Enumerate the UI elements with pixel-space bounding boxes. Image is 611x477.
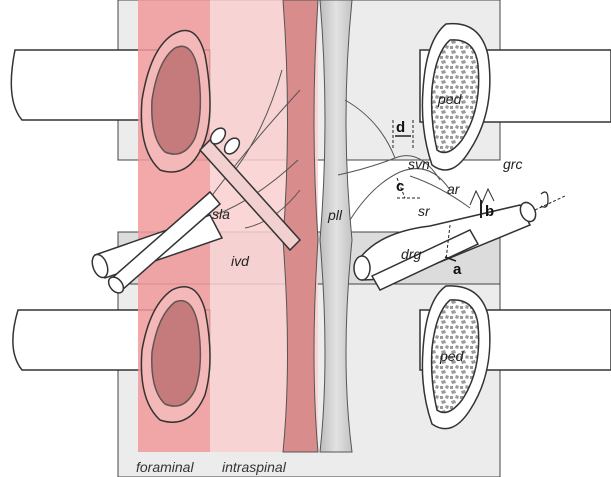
rotation-axis bbox=[535, 196, 565, 210]
label-ped-lower: ped bbox=[439, 348, 465, 364]
label-svn: svn bbox=[408, 156, 430, 172]
label-ivd: ivd bbox=[231, 253, 250, 269]
label-drg: drg bbox=[401, 246, 421, 262]
label-grc: grc bbox=[503, 156, 522, 172]
label-ar: ar bbox=[447, 181, 461, 197]
label-ped-upper: ped bbox=[437, 91, 463, 107]
label-a: a bbox=[453, 261, 462, 278]
label-c: c bbox=[396, 178, 404, 195]
label-sr: sr bbox=[418, 203, 431, 219]
label-sla: sla bbox=[212, 206, 230, 222]
caption-intraspinal: intraspinal bbox=[222, 459, 287, 475]
label-d: d bbox=[396, 119, 405, 136]
label-pll: pll bbox=[327, 207, 343, 223]
caption-foraminal: foraminal bbox=[136, 459, 194, 475]
rotation-arrow bbox=[541, 192, 548, 207]
label-b: b bbox=[485, 203, 494, 220]
